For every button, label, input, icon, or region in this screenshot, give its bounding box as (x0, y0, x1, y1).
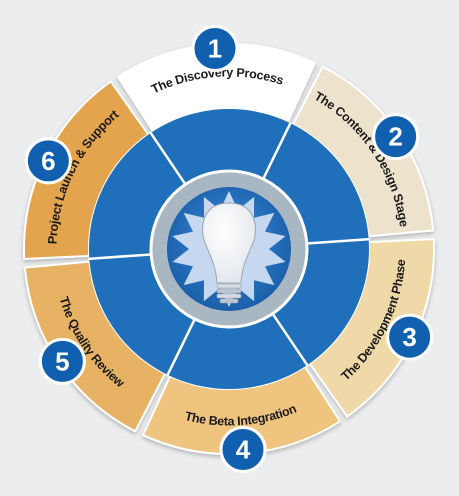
stage-number-2: 2 (388, 122, 402, 152)
ring-divider (149, 131, 187, 186)
stage-badge-2: 2 (372, 113, 420, 161)
stage-badge-3: 3 (386, 313, 434, 361)
ring-divider (306, 237, 370, 245)
stage-number-4: 4 (236, 435, 251, 465)
hub (149, 169, 309, 329)
stage-number-1: 1 (208, 33, 222, 63)
ring-divider (262, 121, 292, 180)
stage-badge-4: 4 (219, 426, 267, 474)
stage-badges: 1 2 3 4 5 6 (24, 24, 434, 474)
stage-number-3: 3 (402, 322, 416, 352)
stage-badge-1: 1 (191, 24, 239, 72)
stage-number-5: 5 (55, 346, 69, 376)
ring-divider (88, 253, 152, 261)
ring-divider (166, 318, 196, 377)
ring-divider (271, 312, 309, 367)
light-bulb-icon (202, 202, 256, 304)
stage-badge-6: 6 (24, 137, 72, 185)
stage-badge-5: 5 (38, 337, 86, 385)
stage-number-6: 6 (41, 146, 55, 176)
